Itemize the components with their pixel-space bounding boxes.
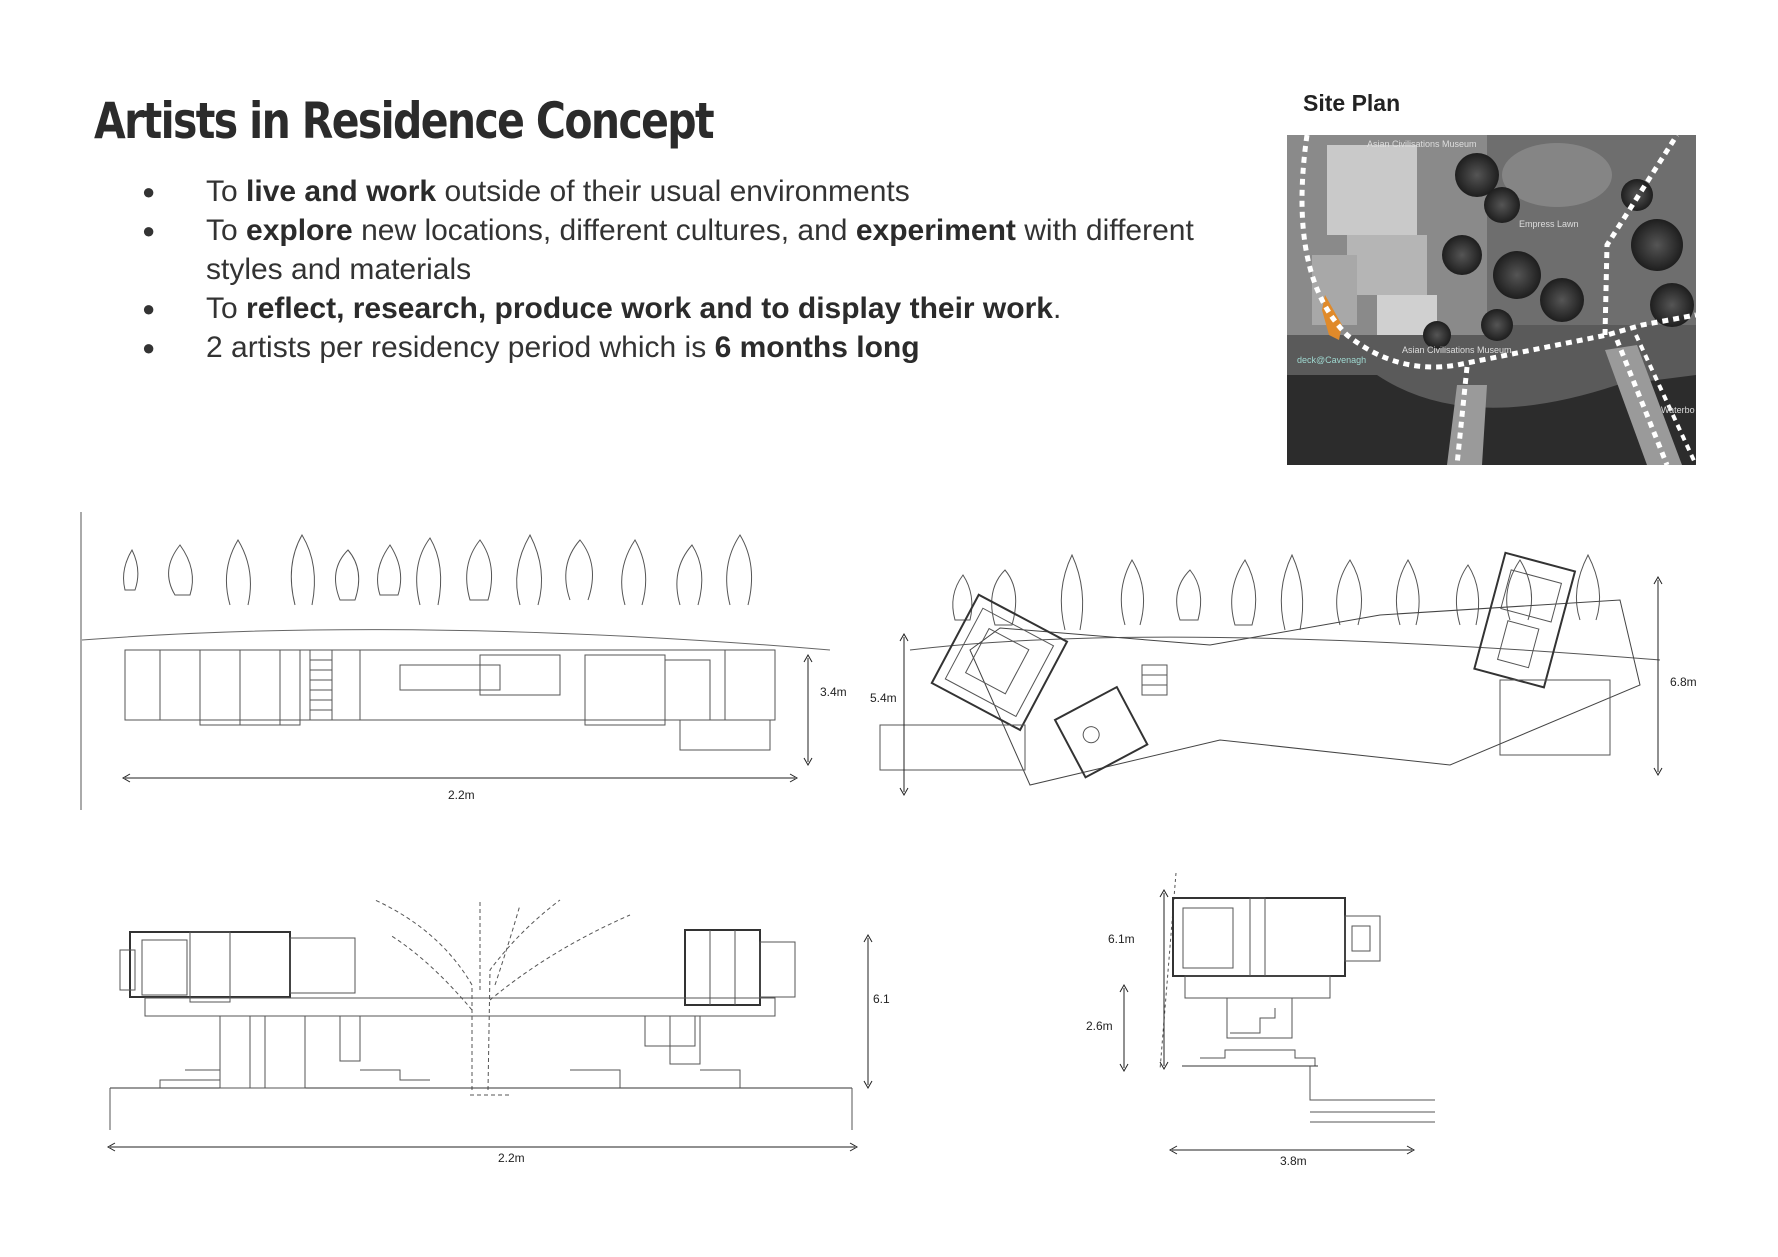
bullet-dot-icon: ● [142,335,156,360]
dimension-width-label: 3.8m [1280,1154,1307,1168]
floor-plan-right-drawing: 5.4m 6.8m [870,551,1697,797]
dimension-lower-height-label: 2.6m [1086,1019,1113,1033]
bullet-text-segment: To [206,292,247,325]
bullet-item: ● To live and work outside of their usual… [140,172,1200,211]
site-plan-map: Asian Civilisations Museum Asian Civilis… [1287,135,1696,465]
bullet-bold-segment: 6 months long [714,331,920,364]
page-title: Artists in Residence Concept [94,92,715,150]
bullet-text: To reflect, research, produce work and t… [206,292,1061,325]
bullet-dot-icon: ● [142,179,156,204]
bullet-text: To explore new locations, different cult… [206,214,1194,286]
concept-bullet-list: ● To live and work outside of their usual… [140,172,1200,367]
bullet-text: 2 artists per residency period which is … [206,331,920,364]
bullet-dot-icon: ● [142,296,156,321]
bullet-text-segment: outside of their usual environments [436,175,910,208]
front-elevation-drawing: 6.1m 2.2m [106,899,890,1165]
bullet-dot-icon: ● [142,218,156,243]
dimension-height-label: 3.4m [820,685,847,699]
bullet-text-segment: To [206,214,247,247]
floor-plan-left-drawing: 3.4m 2.2m [80,512,847,810]
site-plan-label: Site Plan [1303,90,1401,116]
dimension-total-height-label: 6.1m [1108,932,1135,946]
bullet-text-segment: To [206,175,247,208]
side-elevation-drawing: 6.1m 2.6m 3.8m [1086,872,1435,1168]
tree-outlines [123,533,753,606]
bullet-bold-segment: live and work [246,175,437,208]
map-label-museum-south: Asian Civilisations Museum [1402,345,1512,355]
bullet-bold-segment: experiment [855,214,1016,247]
map-label-deck: deck@Cavenagh [1297,355,1366,365]
bullet-text: To live and work outside of their usual … [206,175,910,208]
tree-outline-dashed [374,899,631,1096]
map-label-waterboat: Waterbo [1661,405,1695,415]
map-label-museum: Asian Civilisations Museum [1367,139,1477,149]
bullet-item: ● To reflect, research, produce work and … [140,289,1200,328]
dimension-width-label: 2.2m [448,788,475,802]
bullet-bold-segment: explore [246,214,353,247]
bullet-text-segment: new locations, different cultures, and [352,214,856,247]
bullet-item: ● To explore new locations, different cul… [140,211,1200,289]
bullet-text-segment: 2 artists per residency period which is [206,331,715,364]
map-label-empress-lawn: Empress Lawn [1519,219,1579,229]
dimension-height-label: 6.1m [873,992,890,1006]
dimension-right-height-label: 6.8m [1670,675,1697,689]
tree-outlines [952,553,1601,631]
bullet-bold-segment: reflect, research, produce work and to d… [246,292,1053,325]
bullet-text-segment: . [1052,292,1062,325]
dimension-left-height-label: 5.4m [870,691,897,705]
bullet-text-segment: with different styles and materials [206,214,1194,286]
bullet-item: ● 2 artists per residency period which is… [140,328,1200,367]
dimension-width-label: 2.2m [498,1151,525,1165]
